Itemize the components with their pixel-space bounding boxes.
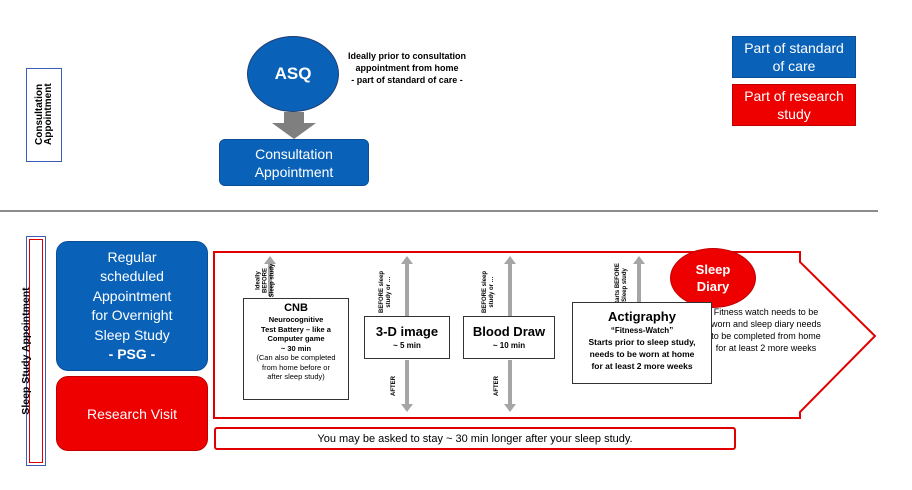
asq-circle: ASQ	[247, 36, 339, 112]
asq-note: Ideally prior to consultation appointmen…	[347, 51, 466, 85]
blood-after-label: AFTER	[494, 376, 500, 396]
down-arrow-icon	[272, 112, 316, 139]
cnb-box: CNB Neurocognitive Test Battery – like a…	[243, 298, 349, 400]
legend-standard-of-care: Part of standard of care	[732, 36, 856, 78]
actigraphy-description: Starts prior to sleep study, needs to be…	[588, 337, 696, 371]
consultation-section-label: Consultation Appointment	[34, 83, 54, 145]
image3d-after-label: AFTER	[391, 376, 397, 396]
asq-label: ASQ	[274, 64, 312, 83]
blood-before-arrow	[508, 262, 512, 316]
big-arrow-text: Fitness watch needs to be worn and sleep…	[710, 307, 822, 353]
blood-draw-box: Blood Draw ~ 10 min	[463, 316, 555, 359]
blood-before-label: BEFORE sleep study or …	[482, 271, 495, 314]
blood-duration: ~ 10 min	[492, 341, 526, 350]
image3d-up-arrowhead-icon	[401, 256, 413, 264]
cnb-up-arrowhead-icon	[264, 256, 276, 264]
research-visit-box: Research Visit	[56, 376, 208, 451]
actigraphy-before-arrow	[637, 262, 641, 302]
image3d-before-label: BEFORE sleep study or …	[379, 271, 392, 314]
blood-title: Blood Draw	[472, 324, 546, 339]
section-divider	[0, 210, 878, 212]
image3d-box: 3-D image ~ 5 min	[364, 316, 450, 359]
image3d-duration: ~ 5 min	[393, 341, 421, 350]
blood-down-arrowhead-icon	[504, 404, 516, 412]
psg-label: - PSG -	[108, 346, 156, 362]
cnb-description: Neurocognitive Test Battery – like a Com…	[261, 315, 331, 353]
cnb-note: (Can also be completed from home before …	[256, 353, 336, 381]
cnb-title: CNB	[284, 302, 308, 314]
stay-longer-note: You may be asked to stay ~ 30 min longer…	[214, 427, 736, 450]
sleep-study-section-inner-frame	[29, 239, 43, 463]
sleep-study-section-frame	[26, 236, 46, 466]
legend-research-study: Part of research study	[732, 84, 856, 126]
actigraphy-subtitle: “Fitness-Watch”	[610, 326, 674, 335]
consultation-section-frame	[26, 68, 62, 162]
actigraphy-title: Actigraphy	[608, 309, 676, 324]
cnb-before-arrow	[268, 262, 272, 296]
image3d-after-arrow	[405, 360, 409, 406]
blood-after-arrow	[508, 360, 512, 406]
actigraphy-up-arrowhead-icon	[633, 256, 645, 264]
actigraphy-box: Actigraphy “Fitness-Watch” Starts prior …	[572, 302, 712, 384]
blood-up-arrowhead-icon	[504, 256, 516, 264]
sleep-study-section-label: Sleep Study Appointment	[20, 287, 32, 415]
regular-appointment-box: Regular scheduled Appointment for Overni…	[56, 241, 208, 371]
sleep-diary-circle: Sleep Diary	[670, 248, 756, 308]
image3d-before-arrow	[405, 262, 409, 320]
image3d-title: 3-D image	[375, 324, 439, 339]
consultation-appointment-box: Consultation Appointment	[219, 139, 369, 186]
image3d-down-arrowhead-icon	[401, 404, 413, 412]
